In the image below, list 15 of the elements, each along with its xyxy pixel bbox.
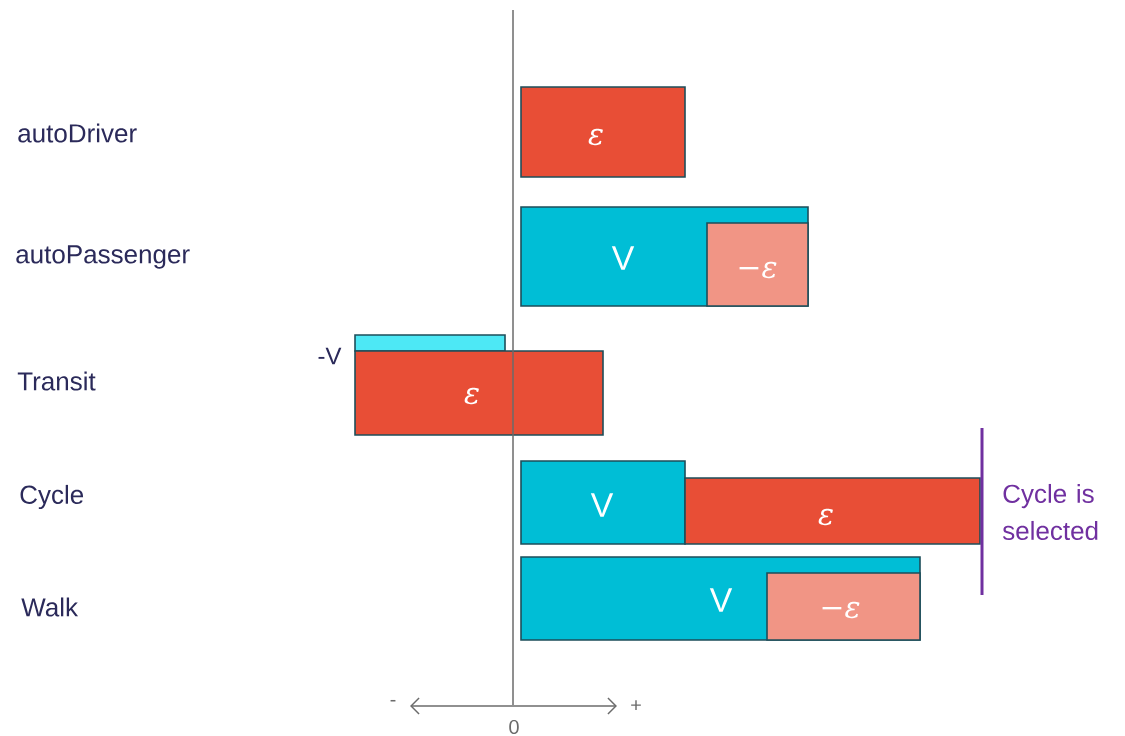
row-label: Cycle xyxy=(20,484,84,510)
bar-label: -V xyxy=(318,347,342,365)
axis-label: - xyxy=(390,699,396,702)
bar: −ε xyxy=(766,572,921,641)
bar: −ε xyxy=(706,222,809,307)
bar: V xyxy=(520,460,686,545)
row-label: autoPassenger xyxy=(16,245,190,269)
axis-label: 0 xyxy=(509,719,519,735)
row-label: Walk xyxy=(21,597,79,617)
bar: ε xyxy=(520,86,686,178)
bar: ε xyxy=(684,477,981,545)
bar: ε xyxy=(354,350,604,436)
axis-label: + xyxy=(631,700,641,710)
row-label: Transit xyxy=(17,371,96,391)
row-label: autoDriver xyxy=(18,123,137,143)
